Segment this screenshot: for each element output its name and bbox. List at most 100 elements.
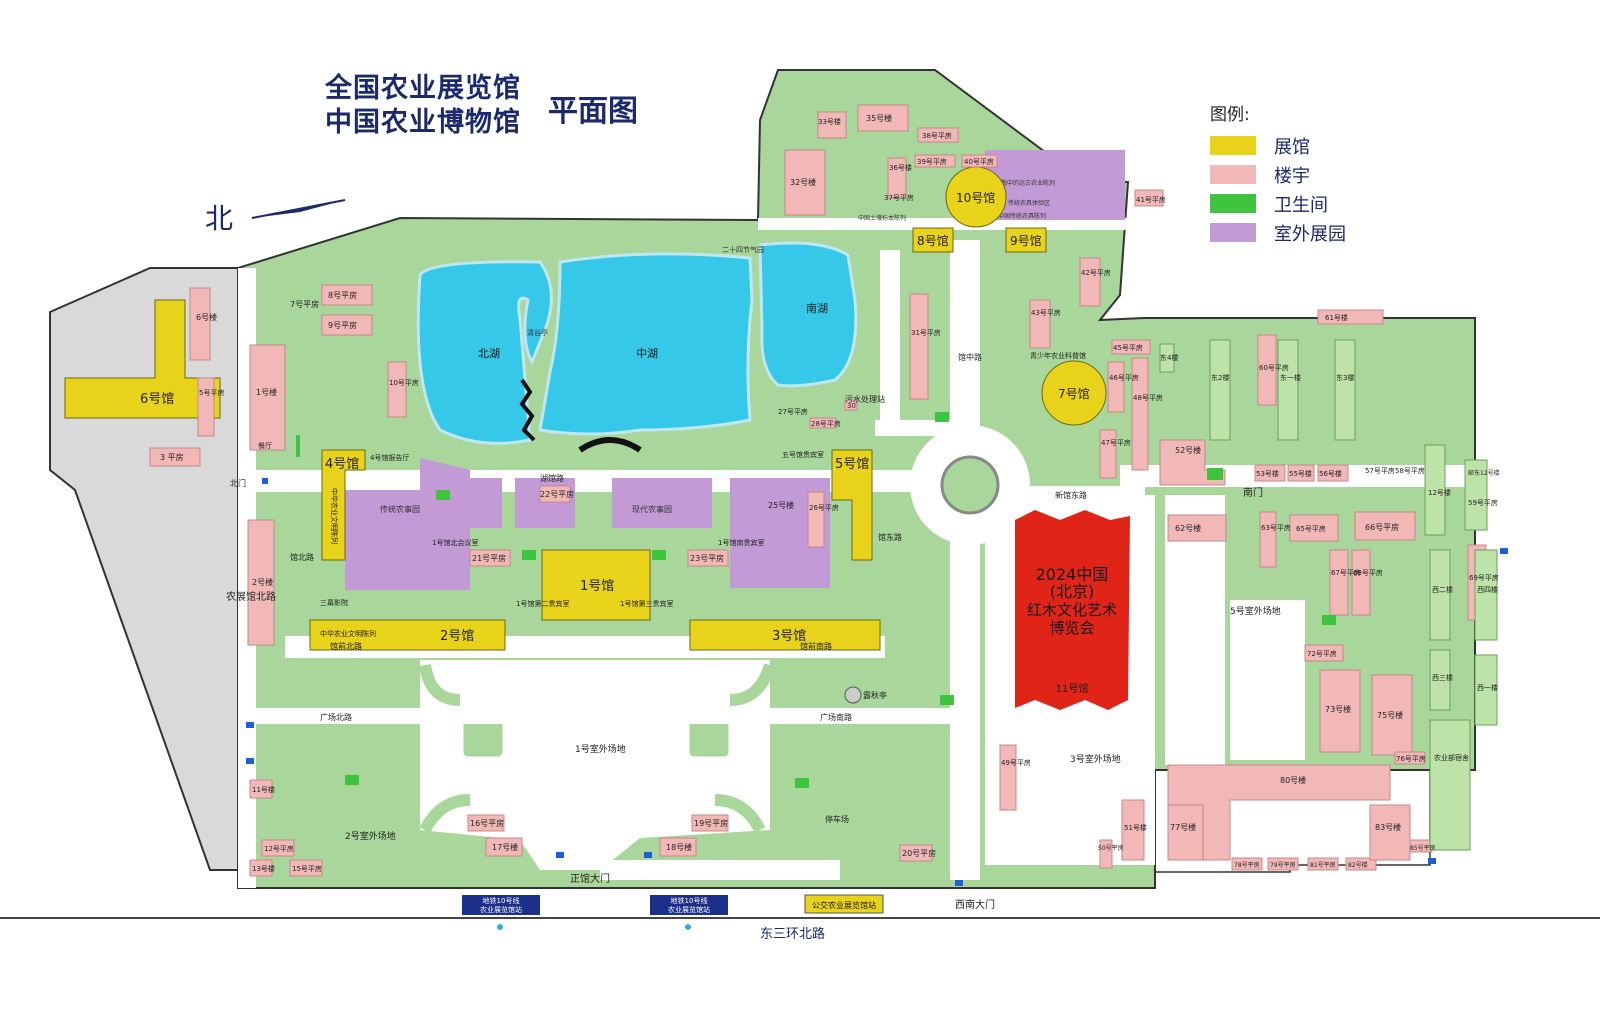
garden-modern-label: 现代农事园 xyxy=(632,504,672,514)
building-83 xyxy=(1369,804,1411,861)
bus-stop-sign[interactable]: 公交农业展览馆站 xyxy=(804,894,884,914)
subway-west-line1: 地铁10号线 xyxy=(483,896,520,905)
label-dong2: 东2楼 xyxy=(1211,373,1229,382)
hall-2[interactable] xyxy=(309,619,506,651)
garden-tools-experience-label: 传统农具体验区 xyxy=(1008,199,1050,207)
hall-7-label: 7号馆 xyxy=(1058,386,1090,401)
building-22p xyxy=(539,485,571,503)
hall-3[interactable] xyxy=(689,619,881,651)
building-63p xyxy=(1259,511,1277,568)
lake-bridge xyxy=(519,378,536,442)
label-b26: 26号平房 xyxy=(809,503,839,512)
building-61 xyxy=(1317,309,1384,325)
label-b30: 30 xyxy=(847,402,856,410)
label-b81: 81号平房 xyxy=(1310,861,1336,869)
label-xi4: 西四楼 xyxy=(1477,585,1498,594)
label-b50: 50号平房 xyxy=(1098,844,1124,852)
building-23p xyxy=(687,549,729,567)
qinggu-pavilion-label: 清谷亭 xyxy=(527,328,548,337)
label-b48: 48号平房 xyxy=(1133,393,1163,402)
hall-3-label: 3号馆 xyxy=(772,629,806,644)
label-b60: 60号平房 xyxy=(1259,363,1289,372)
gate-markers xyxy=(246,478,1508,886)
building-53 xyxy=(1254,464,1286,482)
sewage-label: 污水处理站 xyxy=(845,394,885,404)
hall-1[interactable] xyxy=(541,549,651,621)
building-31p xyxy=(909,293,929,400)
restroom-icon xyxy=(1207,468,1223,480)
legend-swatch-garden xyxy=(1210,223,1256,242)
label-dong1: 东一楼 xyxy=(1280,373,1301,382)
civilization-exhibit-vertical-label: 中华农业文明陈列 xyxy=(330,488,339,544)
civilization-exhibit-label: 中华农业文明陈列 xyxy=(320,629,376,638)
label-b17: 17号楼 xyxy=(492,842,518,852)
subway-east-line2: 农业展览馆站 xyxy=(668,905,710,914)
east-third-ring-label: 东三环北路 xyxy=(760,926,825,942)
building-76p xyxy=(1394,751,1426,765)
legend-label-restroom: 卫生间 xyxy=(1274,194,1328,216)
hall-4[interactable] xyxy=(321,449,366,561)
restroom-markers xyxy=(296,412,1336,788)
label-b33: 33号楼 xyxy=(818,117,841,126)
dormitory-building xyxy=(1429,719,1471,851)
label-xi1: 西一楼 xyxy=(1477,683,1498,692)
hall-8-label: 8号馆 xyxy=(917,233,949,248)
building-28p xyxy=(809,417,837,429)
hall-5[interactable] xyxy=(831,449,873,561)
building-10p xyxy=(387,361,407,418)
southwest-gate-label: 西南大门 xyxy=(955,898,995,911)
bus-stop-label: 公交农业展览馆站 xyxy=(812,900,876,910)
building-42p xyxy=(1079,257,1101,307)
restroom-icon xyxy=(522,550,536,560)
label-b65: 65号平房 xyxy=(1296,524,1326,533)
road-guan-zhong: 馆中路 xyxy=(958,352,982,362)
building-45p xyxy=(1111,339,1151,355)
subway-east-sign[interactable]: 地铁10号线 农业展览馆站 xyxy=(650,895,728,915)
hall-7[interactable] xyxy=(1041,360,1107,426)
restroom-icon xyxy=(436,490,450,500)
road-guan-qian-south: 馆前南路 xyxy=(800,641,832,651)
label-b10: 10号平房 xyxy=(389,378,419,387)
subway-entrance-icon xyxy=(497,924,503,930)
label-b63: 63号平房 xyxy=(1261,523,1291,532)
label-b25: 25号楼 xyxy=(768,500,794,510)
hall-9[interactable] xyxy=(1005,227,1047,253)
dong1-building xyxy=(1277,339,1299,441)
legend-label-garden: 室外展园 xyxy=(1274,223,1346,245)
building-60p xyxy=(1257,334,1277,406)
road-guangchang-north: 广场北路 xyxy=(320,712,352,722)
expo-line3: 红木文化艺术 xyxy=(1027,601,1117,619)
building-81p xyxy=(1307,857,1339,871)
building-33 xyxy=(817,111,847,139)
building-68p xyxy=(1351,549,1371,616)
label-b58: 58号平房 xyxy=(1395,466,1425,475)
north-label: 北 xyxy=(205,202,234,235)
middle-lake xyxy=(538,252,754,436)
vip-room3-label: 1号馆第二贵宾室 xyxy=(516,599,569,608)
label-b73: 73号楼 xyxy=(1325,704,1351,714)
hall-8[interactable] xyxy=(912,227,954,253)
subway-west-sign[interactable]: 地铁10号线 农业展览馆站 xyxy=(462,895,540,915)
exhibition-halls xyxy=(64,166,1107,651)
hall-2-label: 2号馆 xyxy=(440,629,474,644)
subway-east-line1: 地铁10号线 xyxy=(671,896,708,905)
restroom-icon xyxy=(652,550,666,560)
label-b67: 67号平房 xyxy=(1331,568,1361,577)
roundabout-center xyxy=(940,455,1000,515)
legend-item-garden: 室外展园 xyxy=(1210,218,1370,247)
legend-swatch-hall xyxy=(1210,136,1256,155)
garden-pottery-label: 彩陶中的远古农业陈列 xyxy=(995,179,1055,187)
pavilion-icon xyxy=(844,686,862,704)
building-51 xyxy=(1121,799,1145,861)
label-b66: 66号平房 xyxy=(1365,522,1399,532)
building-5p xyxy=(197,377,215,437)
label-b21: 21号平房 xyxy=(472,553,506,563)
middle-lake-label: 中湖 xyxy=(636,347,658,360)
label-b39: 39号平房 xyxy=(917,157,947,166)
hall-6[interactable] xyxy=(64,299,221,419)
youth-science-label: 青少年农业科普馆 xyxy=(1030,351,1086,360)
label-b31: 31号平房 xyxy=(911,328,941,337)
label-b23: 23号平房 xyxy=(690,553,724,563)
hall-11[interactable] xyxy=(1015,510,1130,710)
